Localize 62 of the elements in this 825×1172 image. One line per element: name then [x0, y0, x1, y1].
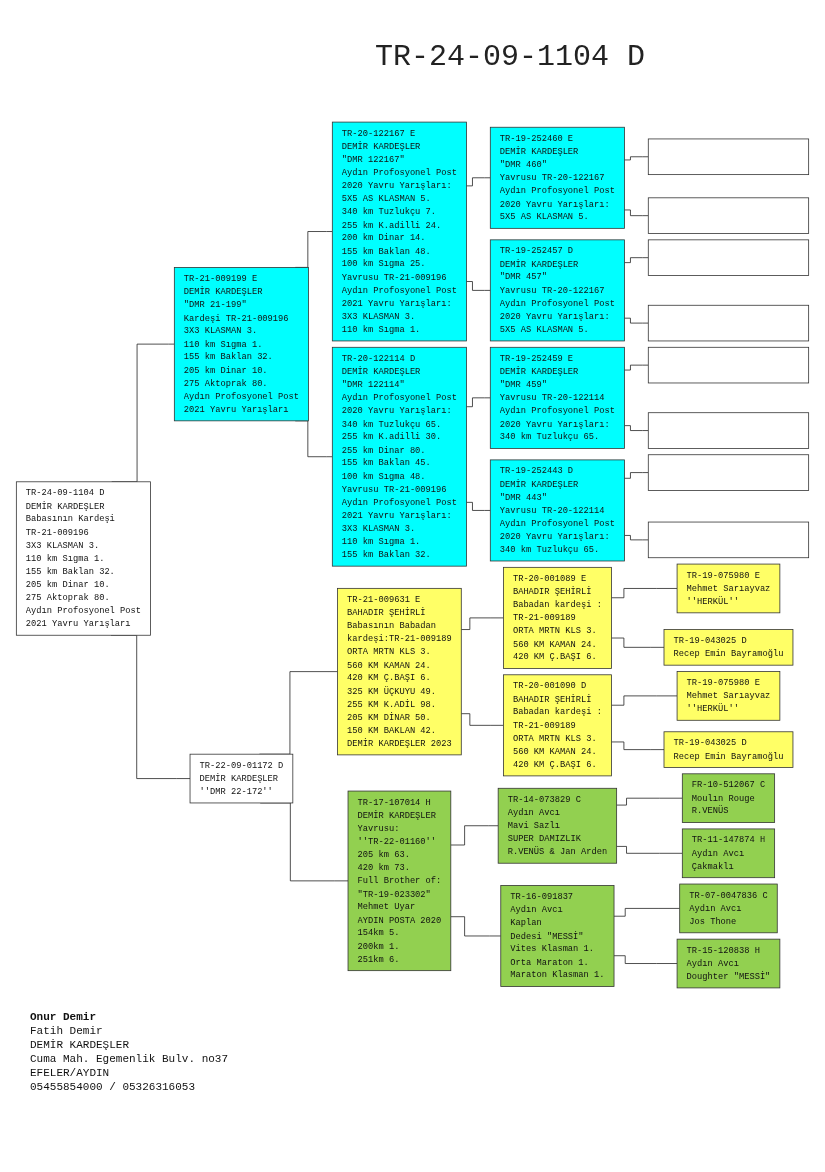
connector: [624, 472, 649, 479]
owner-name: Onur Demir: [30, 1010, 97, 1024]
connector: [613, 955, 678, 964]
node-box: [647, 412, 810, 449]
node-box: TR-19-252457 D DEMİR KARDEŞLER "DMR 457" Yavrusu TR-20-122167 Aydın Profosyonel Post 2020 Yavru Yarışları: 5X5 AS KLASMAN 5.: [489, 239, 625, 342]
connector: [611, 741, 665, 750]
connector: [466, 397, 491, 408]
node-box: FR-10-512067 C Moulın Rouge R.VENÜS: [681, 773, 776, 823]
node-box: [647, 521, 810, 559]
node-box: TR-17-107014 H DEMİR KARDEŞLER Yavrusu: ''TR-22-01160'' 205 km 63. 420 km 73. Full Brother of: "TR-19-023302" Mehmet Uyar AYDIN POSTA 2020 154km 5. 200km 1. 251km 6.: [347, 790, 452, 972]
connector: [624, 317, 649, 324]
node-box: TR-19-252459 E DEMİR KARDEŞLER "DMR 459" Yavrusu TR-20-122114 Aydın Profosyonel Post 2020 Yavru Yarışları: 340 km Tuzlukçu 65.: [489, 346, 625, 449]
node-box: [647, 346, 810, 384]
contact-line: Fatih Demir: [30, 1024, 104, 1038]
node-box: TR-11-147874 H Aydın Avcı Çakmaklı: [681, 828, 776, 879]
connector: [450, 916, 502, 937]
node-box: TR-15-120838 H Aydın Avcı Doughter "MESSİ": [676, 938, 781, 989]
node-box: TR-19-043025 D Recep Emin Bayramoğlu: [663, 731, 794, 768]
node-box: TR-22-09-01172 D DEMİR KARDEŞLER ''DMR 22-172'': [189, 753, 294, 804]
node-box: TR-19-252460 E DEMİR KARDEŞLER "DMR 460" Yavrusu TR-20-122167 Aydın Profosyonel Post 2020 Yavru Yarışları: 5X5 AS KLASMAN 5.: [489, 126, 625, 229]
connector: [624, 156, 649, 161]
connector: [460, 617, 504, 630]
node-box: [647, 304, 810, 342]
node-box: [647, 454, 810, 491]
node-box: TR-20-001089 E BAHADIR ŞEHİRLİ Babadan kardeşi : TR-21-009189 ORTA MRTN KLS 3. 560 KM KAMAN 24. 420 KM Ç.BAŞI 6.: [503, 566, 612, 669]
node-box: TR-16-091837 Aydın Avcı Kaplan Dedesi "MESSİ" Vites Klasman 1. Orta Maraton 1. Maraton Klasman 1.: [500, 885, 615, 987]
connector: [466, 281, 491, 291]
node-box: TR-21-009199 E DEMİR KARDEŞLER "DMR 21-199" Kardeşi TR-21-009196 3X3 KLASMAN 3. 110 km Sıgma 1. 155 km Baklan 32. 205 km Dinar 10. 275 Aktoprak 80. Aydın Profosyonel Post 2021 Yavru Yarışları: [173, 267, 309, 422]
node-box: TR-19-252443 D DEMİR KARDEŞLER "DMR 443" Yavrusu TR-20-122114 Aydın Profosyonel Post 2020 Yavru Yarışları: 340 km Tuzlukçu 65.: [489, 459, 625, 562]
node-box: [647, 239, 810, 276]
node-box: TR-20-122114 D DEMİR KARDEŞLER "DMR 122114" Aydın Profosyonel Post 2020 Yavru Yarışları: 340 km Tuzlukçu 65. 255 km K.adilli 30. 255 km Dinar 80. 155 km Baklan 45. 100 km Sıgma 48. Yavrusu TR-21-009196 Aydın Profosyonel Post 2021 Yavru Yarışları: 3X3 KLASMAN 3. 110 km Sıgma 1. 155 km Baklan 32.: [331, 346, 467, 567]
node-box: [647, 138, 810, 175]
contact-line: EFELER/AYDIN: [30, 1066, 111, 1080]
node-box: TR-24-09-1104 D DEMİR KARDEŞLER Babasının Kardeşi TR-21-009196 3X3 KLASMAN 3. 110 km Sıgma 1. 155 km Baklan 32. 205 km Dinar 10. 275 Aktoprak 80. Aydın Profosyonel Post 2021 Yavru Yarışları: [15, 481, 151, 636]
pedigree-title: TR-24-09-1104 D: [375, 40, 646, 74]
node-box: TR-19-043025 D Recep Emin Bayramoğlu: [663, 629, 794, 666]
connector: [611, 695, 678, 706]
connector: [460, 713, 504, 726]
connector: [616, 797, 683, 806]
contact-line: 05455854000 / 05326316053: [30, 1080, 197, 1094]
connector: [613, 908, 681, 917]
connector: [466, 501, 491, 511]
connector: [624, 535, 649, 541]
connector: [624, 257, 649, 263]
node-box: TR-21-009631 E BAHADIR ŞEHİRLİ Babasının Babadan kardeşi:TR-21-009189 ORTA MRTN KLS 3. 560 KM KAMAN 24. 420 KM Ç.BAŞI 6. 325 KM ÜÇKUYU 49. 255 KM K.ADİL 98. 205 KM DİNAR 50. 150 KM BAKLAN 42. DEMİR KARDEŞLER 2023: [337, 587, 462, 756]
node-box: [647, 197, 810, 234]
connector: [611, 588, 678, 599]
node-box: TR-19-075980 E Mehmet Sarıayvaz ''HERKÜL'': [676, 563, 781, 614]
node-box: TR-14-073829 C Aydın Avcı Mavi Sazlı SUPER DAMIZLIK R.VENÜS & Jan Arden: [497, 787, 618, 864]
node-box: TR-19-075980 E Mehmet Sarıayvaz ''HERKÜL'': [676, 671, 781, 721]
connector: [624, 209, 649, 217]
contact-line: Cuma Mah. Egemenlik Bulv. no37: [30, 1052, 229, 1066]
node-box: TR-20-001090 D BAHADIR ŞEHİRLİ Babadan kardeşi : TR-21-009189 ORTA MRTN KLS 3. 560 KM KAMAN 24. 420 KM Ç.BAŞI 6.: [503, 674, 612, 777]
node-box: TR-20-122167 E DEMİR KARDEŞLER "DMR 122167" Aydın Profosyonel Post 2020 Yavru Yarışları: 5X5 AS KLASMAN 5. 340 km Tuzlukçu 7. 255 km K.adilli 24. 200 km Dinar 14. 155 km Baklan 48. 100 km Sıgma 25. Yavrusu TR-21-009196 Aydın Profosyonel Post 2021 Yavru Yarışları: 3X3 KLASMAN 3. 110 km Sıgma 1.: [331, 121, 467, 342]
connector: [450, 825, 499, 846]
node-box: TR-07-0047836 C Aydın Avcı Jos Thone: [679, 883, 778, 934]
contact-line: DEMİR KARDEŞLER: [30, 1038, 131, 1052]
connector: [611, 637, 665, 648]
connector: [466, 177, 491, 187]
connector: [624, 425, 649, 431]
connector: [616, 846, 683, 854]
connector: [624, 364, 649, 371]
